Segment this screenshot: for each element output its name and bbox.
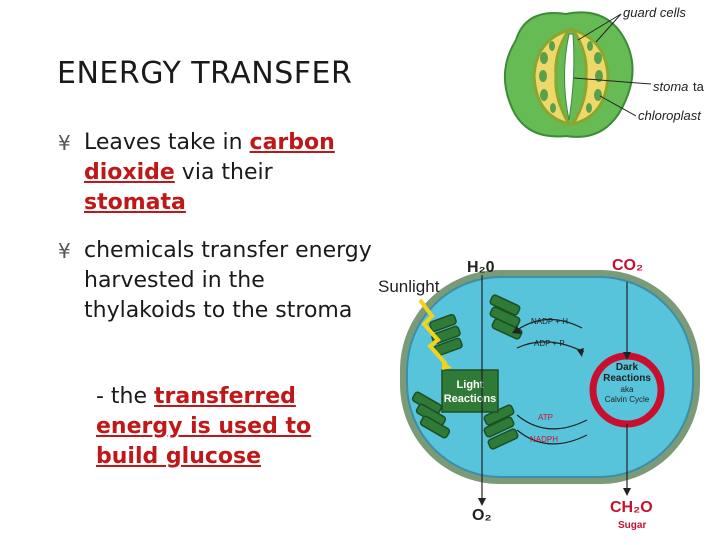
chloroplast-dots xyxy=(539,41,603,113)
highlight-transferred-energy: transferred energy is used to build gluc… xyxy=(96,384,312,469)
sub-bullet-glucose: - the transferred energy is used to buil… xyxy=(96,382,346,472)
label-sugar: Sugar xyxy=(618,520,646,531)
light-reactions-box xyxy=(441,369,499,413)
label-o2: O₂ xyxy=(472,507,492,524)
label-dark: Dark xyxy=(616,362,639,373)
highlight-stomata: stomata xyxy=(84,190,186,215)
label-atp: ATP xyxy=(538,413,553,422)
label-guard-cells: guard cells xyxy=(623,5,686,20)
photosynthesis-figure: Light Reactions Dark Reactions aka Calvi… xyxy=(372,230,720,540)
label-adp: ADP + P xyxy=(534,339,565,348)
label-co2: CO₂ xyxy=(612,257,643,274)
label-chloroplast: chloroplast xyxy=(638,108,702,123)
thylakoid-stacks xyxy=(411,294,523,450)
stomata-figure: guard cells stoma ta chloroplast xyxy=(496,0,720,150)
bullet-text-pre: Leaves take in xyxy=(84,130,250,155)
sunlight-bolt-tip xyxy=(442,360,452,370)
label-calvin-cycle: Calvin Cycle xyxy=(605,395,650,404)
label-stoma-overlay: ta xyxy=(693,79,705,94)
label-sunlight: Sunlight xyxy=(378,277,440,296)
bullet-marker: ¥ xyxy=(58,131,71,155)
label-aka: aka xyxy=(621,385,634,394)
bullet-text: Leaves take in carbon dioxide via their … xyxy=(84,128,374,218)
photosynthesis-diagram: Light Reactions Dark Reactions aka Calvi… xyxy=(372,230,720,540)
label-nadph: NADPH xyxy=(530,435,558,444)
label-ch2o: CH₂O xyxy=(610,499,653,516)
label-light: Light xyxy=(457,379,484,391)
bullet-text: chemicals transfer energy harvested in t… xyxy=(84,238,372,323)
reaction-arrows xyxy=(481,275,628,500)
sunlight-bolt xyxy=(418,298,448,366)
leader-lines xyxy=(573,13,652,117)
sub-bullet-pre: - the xyxy=(96,384,155,409)
stoma-pore xyxy=(564,33,575,121)
label-nadp: NADP + H xyxy=(531,317,568,326)
highlight-carbon-dioxide: carbon dioxide xyxy=(84,130,335,185)
bullet-text-mid: via their xyxy=(174,160,273,185)
label-h2o: H₂0 xyxy=(467,259,495,276)
stomata-illustration: guard cells stoma ta chloroplast xyxy=(496,0,720,150)
arrow-heads xyxy=(478,326,631,506)
bullet-marker: ¥ xyxy=(58,239,71,263)
slide-title: ENERGY TRANSFER xyxy=(57,56,353,91)
label-stoma: stoma xyxy=(653,79,688,94)
label-light-reactions: Reactions xyxy=(444,393,497,405)
label-dark-reactions: Reactions xyxy=(603,373,651,384)
